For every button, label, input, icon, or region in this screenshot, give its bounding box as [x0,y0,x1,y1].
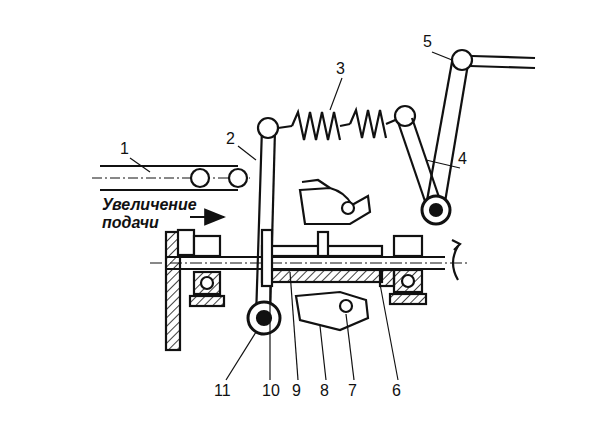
callout-number: 11 [214,382,231,400]
callout-number: 8 [320,382,329,400]
callout-number: 9 [292,382,301,400]
callout-number: 5 [423,33,432,51]
callout-number: 3 [336,60,345,78]
callout-number: 6 [392,382,401,400]
callout-number: 2 [226,130,235,148]
callout-number: 10 [262,382,280,400]
callout-number: 1 [120,140,129,158]
callout-number: 7 [348,382,357,400]
direction-note: Увеличение подачи [102,196,214,232]
callout-number: 4 [458,150,467,168]
